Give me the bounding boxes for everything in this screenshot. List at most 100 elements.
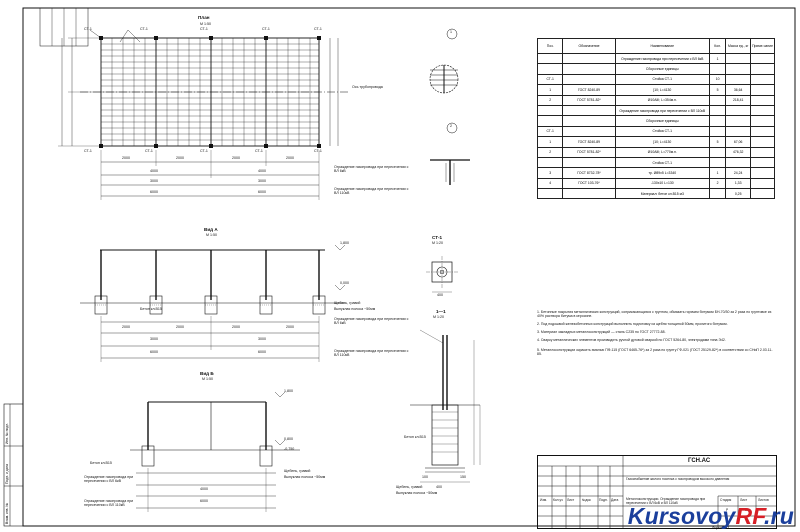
spec-cell <box>750 115 775 127</box>
dim-label: 4000 <box>258 169 266 173</box>
spec-row: Ограждение газопровода при пересечении с… <box>536 104 775 117</box>
spec-cell: [10; L=4130 <box>614 136 710 148</box>
spec-cell: 1 <box>708 167 727 179</box>
plan-ct1-label: СТ-1 <box>314 149 322 153</box>
spec-cell <box>750 104 775 117</box>
spec-header-row: Поз. Обозначение Наименование Кол. Масса… <box>536 38 775 54</box>
sheet-label: Лист <box>740 498 748 502</box>
sheet-title: Металлоконструкции. Ограждение газопрово… <box>626 497 706 505</box>
note: 4. Сварку металлических элементов произв… <box>537 338 726 342</box>
format-label: Формат А3 <box>712 526 730 530</box>
spec-header: Приме-чание <box>750 38 775 54</box>
spec-cell <box>536 104 564 117</box>
node-details <box>426 28 470 293</box>
plan-ct1-label: СТ-1 <box>255 149 263 153</box>
spec-cell <box>750 94 775 106</box>
spec-cell <box>562 115 616 127</box>
dim-label: 2000 <box>232 156 240 160</box>
spec-row: Ограждение газопровода при пересечении с… <box>536 52 775 65</box>
spec-cell: 2 <box>708 177 727 190</box>
spec-cell <box>750 188 775 200</box>
spec-cell <box>708 63 727 75</box>
spec-cell <box>725 156 752 169</box>
gravel-label: Щебень, гравий <box>284 469 311 473</box>
binding-label: Взам. инв. № <box>5 502 9 524</box>
watermark-part1: Kursovoy <box>627 503 736 529</box>
note: 2. Под подошвой железобетонных конструкц… <box>537 322 728 326</box>
spec-cell <box>750 136 775 148</box>
view-b-title: Вид Б <box>200 371 214 376</box>
dim-label: 400 <box>436 485 442 489</box>
spec-cell <box>536 188 564 200</box>
view-b-scale: М 1:50 <box>202 377 213 381</box>
enclosure-label: Ограждение газопровода при пересечении с… <box>334 349 409 357</box>
spec-cell <box>750 125 775 138</box>
spec-cell <box>750 167 775 179</box>
spec-cell <box>536 156 564 169</box>
elev-label: 1,800 <box>284 389 293 393</box>
spec-cell: СТ-1 <box>536 73 564 86</box>
elev-label: -0,750 <box>284 447 295 451</box>
spec-header: Наименование <box>614 38 710 54</box>
concrete-label: Бетон кл.В15 <box>90 461 112 465</box>
binding-strip <box>3 403 24 527</box>
spec-cell <box>562 188 616 200</box>
spec-cell: 67,06 <box>725 136 752 148</box>
spec-cell: Стойка СТ-1 <box>614 156 710 169</box>
section-1-1 <box>410 329 481 483</box>
spec-cell: 4 <box>536 177 564 190</box>
specification-table: Поз. Обозначение Наименование Кол. Масса… <box>536 38 775 200</box>
view-a-scale: М 1:50 <box>206 233 217 237</box>
stage-value: Р <box>726 508 729 512</box>
spec-cell: 218,41 <box>725 94 752 106</box>
spec-cell <box>536 52 564 65</box>
concrete-label: Бетон кл.В15 <box>140 307 162 311</box>
plan-ct1-label: СТ-1 <box>145 149 153 153</box>
dim-label: 400 <box>437 293 443 297</box>
spec-cell <box>725 63 752 75</box>
spec-cell: Ограждение газопровода при пересечении с… <box>614 104 710 117</box>
role-label: Дата <box>611 498 619 502</box>
spec-cell <box>725 73 752 86</box>
sheets-label: Листов <box>758 498 769 502</box>
pipe-axis-label: Ось трубопровода <box>352 85 383 89</box>
spec-cell: 5 <box>708 84 727 96</box>
dim-label: 2000 <box>176 156 184 160</box>
spec-cell: 0,25 <box>725 188 752 200</box>
ct1-detail-title: СТ-1 <box>432 235 443 240</box>
spec-cell: ГОСТ 5781-82* <box>562 94 616 106</box>
spec-cell: [10; L=4130 <box>614 84 710 96</box>
note: 1. Бетонные покрытия металлических конст… <box>537 310 772 319</box>
spec-header: Кол. <box>708 38 727 54</box>
dim-label: 2000 <box>286 156 294 160</box>
spec-cell: 1 <box>708 52 727 65</box>
sheet-frame <box>22 7 796 527</box>
spec-cell: СТ-1 <box>536 125 564 138</box>
dim-label: 100 <box>422 475 428 479</box>
plan-ct1-label: СТ-1 <box>200 149 208 153</box>
plan-ct1-label: СТ-1 <box>84 27 92 31</box>
dim-label: 3000 <box>150 179 158 183</box>
dim-label: 3000 <box>258 337 266 341</box>
dim-label: 6000 <box>258 190 266 194</box>
spec-cell: ГОСТ 8240-89 <box>562 136 616 148</box>
elev-label: 0,800 <box>284 437 293 441</box>
spec-cell: ГОСТ 8240-89 <box>562 84 616 96</box>
spec-header: Поз. <box>536 38 564 54</box>
section-scale: М 1:20 <box>433 315 444 319</box>
dim-label: 3000 <box>150 337 158 341</box>
plan-title: План <box>198 15 210 20</box>
gravel-label: Щебень, гравий <box>396 485 423 489</box>
dim-label: 150 <box>460 475 466 479</box>
spec-header: Масса ед., кг <box>725 38 752 54</box>
dim-label: 6000 <box>258 350 266 354</box>
dim-label: 2000 <box>232 325 240 329</box>
spec-header: Обозначение <box>562 38 616 54</box>
spec-cell: 2 <box>536 94 564 106</box>
dim-label: 2000 <box>122 156 130 160</box>
spec-cell <box>750 146 775 158</box>
